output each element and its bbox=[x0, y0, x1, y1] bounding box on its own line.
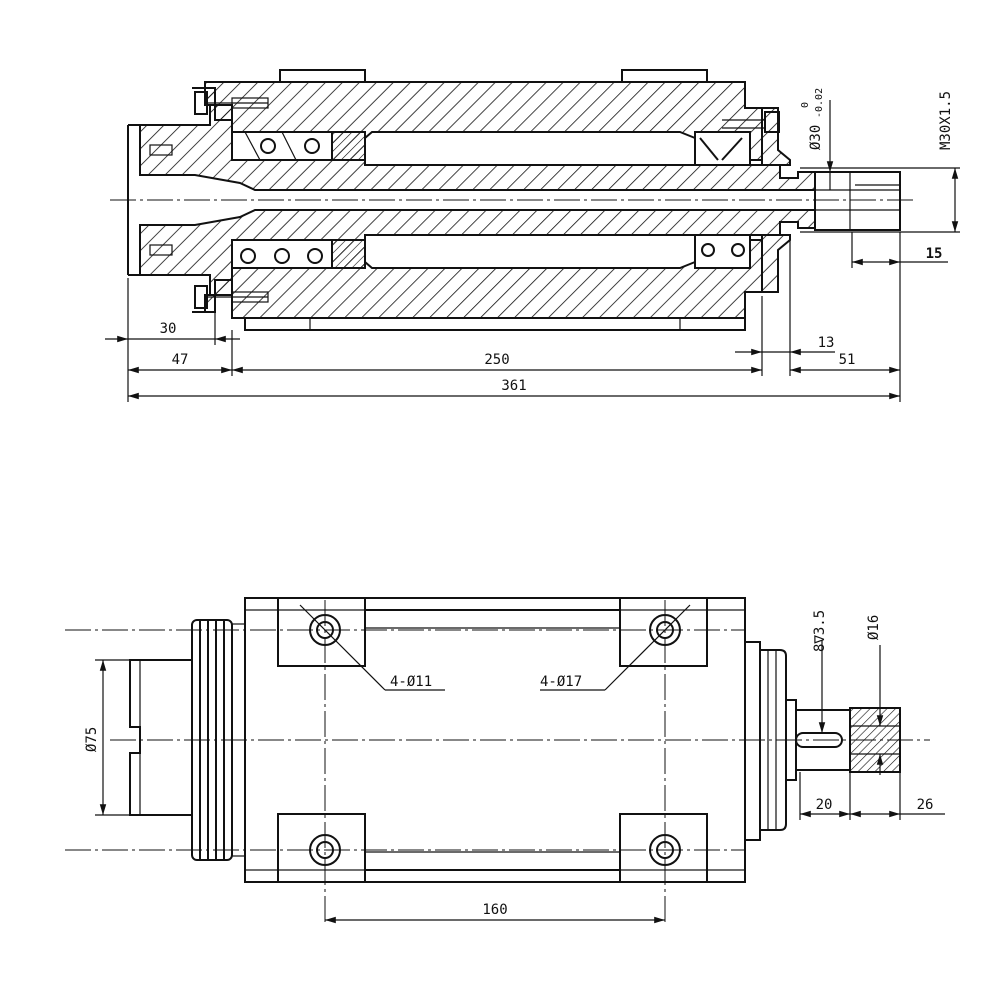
front-cap-lower bbox=[192, 279, 233, 313]
dim-160: 160 bbox=[482, 902, 507, 918]
mount-pad-bottom-left bbox=[277, 813, 366, 883]
rear-flange bbox=[744, 641, 797, 841]
dim-47: 47 bbox=[172, 352, 189, 368]
mount-pad-bottom-right bbox=[619, 813, 708, 883]
annotation-tol-lower: -0.02 bbox=[814, 88, 825, 118]
top-mount-pad-right bbox=[621, 69, 708, 83]
annotation-shaft-diameter: Ø30 bbox=[808, 125, 824, 150]
rear-cap-lower bbox=[761, 234, 791, 293]
shaft-extension bbox=[814, 171, 901, 231]
dim-250: 250 bbox=[484, 352, 509, 368]
mount-pad-top-left bbox=[277, 597, 366, 667]
dim-26: 26 bbox=[917, 797, 934, 813]
front-bearings-lower bbox=[231, 239, 366, 269]
front-bearings-upper bbox=[231, 131, 366, 161]
dim-20: 20 bbox=[816, 797, 833, 813]
base-strip bbox=[244, 317, 746, 331]
annotation-thread: M30X1.5 bbox=[938, 91, 954, 150]
annotation-holes-small: 4-Ø11 bbox=[390, 674, 432, 690]
annotation-flange-diameter: Ø75 bbox=[84, 727, 100, 752]
dim-361: 361 bbox=[501, 378, 526, 394]
rear-bearings bbox=[694, 131, 751, 269]
front-flange bbox=[191, 619, 245, 861]
dim-30: 30 bbox=[160, 321, 177, 337]
mount-pad-top-right bbox=[619, 597, 708, 667]
annotation-keyway: 8∇3.5 bbox=[812, 610, 828, 652]
spindle-lower bbox=[139, 209, 816, 296]
dim-15: 15 bbox=[926, 246, 943, 262]
rear-cap-upper bbox=[761, 107, 791, 166]
annotation-end-diameter: Ø16 bbox=[866, 615, 882, 640]
section-view: 30 47 250 13 51 361 15 Ø30 0 -0.02 M30X1… bbox=[105, 69, 960, 402]
dim-13: 13 bbox=[818, 335, 835, 351]
annotation-tol-upper: 0 bbox=[800, 102, 811, 108]
plan-view: Ø75 8∇3.5 Ø16 20 26 bbox=[65, 597, 945, 925]
front-cap-upper bbox=[192, 87, 233, 121]
annotation-holes-large: 4-Ø17 bbox=[540, 674, 582, 690]
spindle-nose bbox=[129, 659, 192, 816]
dim-51: 51 bbox=[839, 352, 856, 368]
output-shaft bbox=[795, 707, 901, 773]
top-mount-pad-left bbox=[279, 69, 366, 83]
